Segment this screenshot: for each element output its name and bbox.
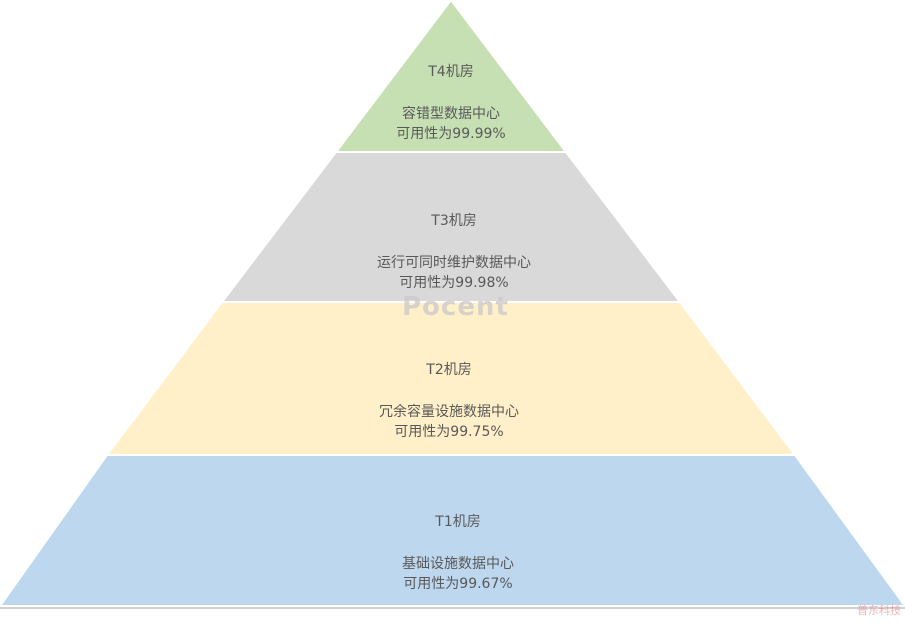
tier-t1-label: T1机房 基础设施数据中心 可用性为99.67%: [402, 512, 514, 594]
tier-t3-description: 运行可同时维护数据中心: [377, 255, 531, 271]
tier-t1-title: T1机房: [435, 514, 481, 530]
watermark-text: Pocent: [402, 292, 509, 322]
tier-t3-title: T3机房: [431, 213, 477, 229]
tier-t4-availability: 可用性为99.99%: [396, 126, 506, 142]
tier-t3-availability: 可用性为99.98%: [399, 275, 509, 291]
tier-t2-description: 冗余容量设施数据中心: [379, 404, 519, 420]
tier-t1-description: 基础设施数据中心: [402, 556, 514, 572]
tier-t1-availability: 可用性为99.67%: [403, 576, 513, 592]
tier-t1-band: [0, 454, 905, 607]
tier-t4-label: T4机房 容错型数据中心 可用性为99.99%: [396, 62, 505, 144]
corner-watermark: 普东科技: [857, 604, 901, 617]
tier-t2-label: T2机房 冗余容量设施数据中心 可用性为99.75%: [379, 360, 519, 442]
tier-t2-availability: 可用性为99.75%: [394, 424, 504, 440]
tier-t4-title: T4机房: [428, 64, 474, 80]
tier-t3-label: T3机房 运行可同时维护数据中心 可用性为99.98%: [377, 211, 531, 293]
tier-t2-title: T2机房: [426, 362, 472, 378]
tier-t4-description: 容错型数据中心: [401, 106, 500, 122]
